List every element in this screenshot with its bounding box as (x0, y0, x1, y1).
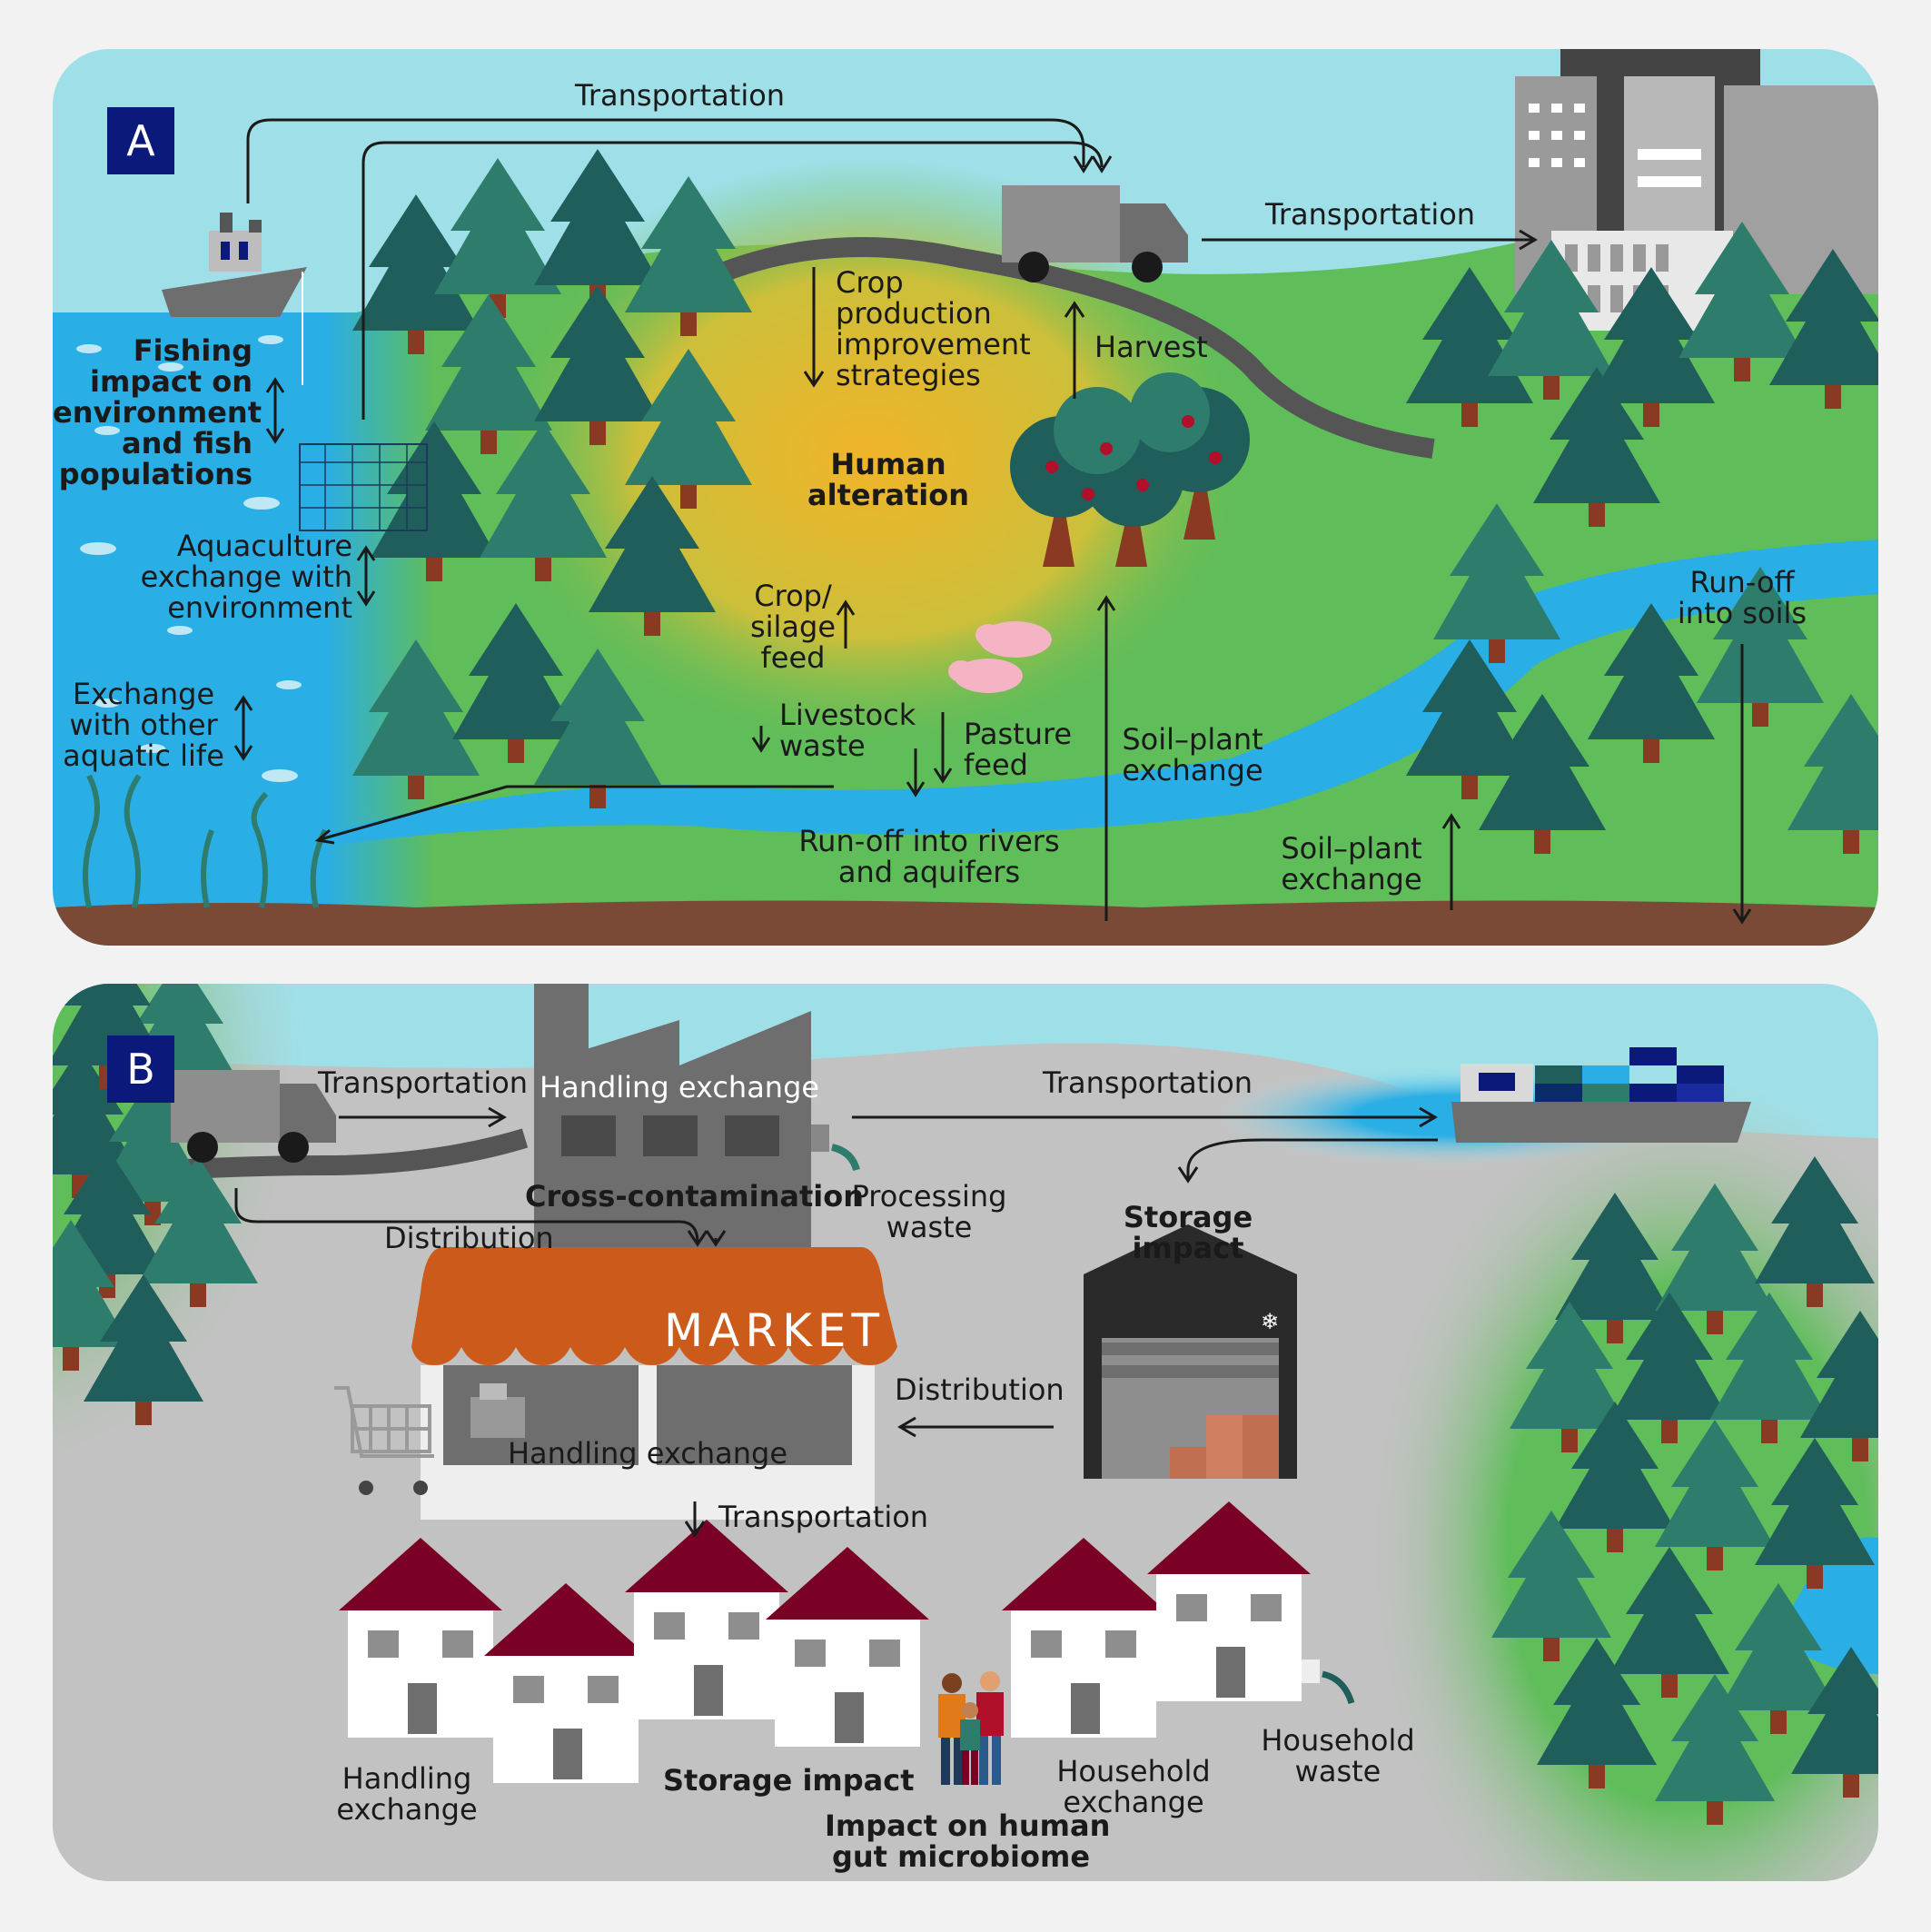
cargo-ship (1451, 1047, 1751, 1143)
panel-b-badge: B (107, 1035, 174, 1103)
cross-contamination-label: Cross-contamination (525, 1179, 864, 1214)
market-building (411, 1247, 897, 1520)
transport-factory-label: Transportation (318, 1065, 529, 1100)
crop-silage-label: Crop/ silage feed (749, 579, 837, 675)
panel-a-badge: A (107, 107, 174, 174)
fishing-impact-label: Fishing impact on environment and fish p… (53, 333, 262, 491)
crop-strategies-label: Crop production improvement strategies (836, 265, 1031, 392)
panel-a-illustration (53, 49, 1878, 946)
transport-city-label: Transportation (1265, 197, 1476, 232)
factory-handling-label: Handling exchange (540, 1070, 820, 1105)
soil (53, 900, 1878, 946)
aquatic-life-label: Exchange with other aquatic life (63, 677, 224, 773)
livestock-waste-label: Livestock waste (779, 698, 916, 763)
seaweed (83, 774, 328, 908)
factory (534, 984, 860, 1256)
fish-school (76, 335, 302, 782)
household-exchange-label: Household exchange (1056, 1754, 1211, 1819)
transport-down-label: Transportation (718, 1500, 929, 1534)
runoff-rivers-label: Run-off into rivers and aquifers (798, 824, 1060, 889)
shopping-cart (334, 1386, 434, 1495)
truck-a (1002, 185, 1188, 282)
fish-net (299, 443, 428, 531)
city (1515, 49, 1878, 331)
distribution-right-label: Distribution (895, 1372, 1065, 1407)
houses (339, 1501, 1355, 1783)
panel-b-distribution: ❄ (53, 984, 1878, 1881)
market-sign: MARKET (664, 1304, 886, 1357)
truck-b (171, 1070, 336, 1163)
storage-warehouse: ❄ (1084, 1224, 1297, 1479)
fishing-boat (162, 213, 307, 385)
sea (53, 312, 352, 946)
svg-text:❄: ❄ (1261, 1309, 1279, 1334)
household-waste-label: Household waste (1261, 1723, 1415, 1788)
aquaculture-label: Aquaculture exchange with environment (140, 529, 352, 625)
arrows-a (233, 118, 1752, 925)
storage-impact-bottom-label: Storage impact (663, 1763, 915, 1798)
transport-top-label: Transportation (575, 78, 786, 113)
shoreline (325, 312, 434, 946)
road (721, 237, 1435, 459)
distribution-left-label: Distribution (384, 1221, 554, 1255)
gut-microbiome-label: Impact on human gut microbiome (825, 1808, 1111, 1874)
handling-exchange-label: Handling exchange (336, 1761, 478, 1827)
storage-impact-top-label: Storage impact (1123, 1200, 1253, 1265)
fruit-trees (1010, 372, 1250, 567)
panel-a-production: A Transportation Transportation Fishing … (53, 49, 1878, 946)
human-alteration-label: Human alteration (807, 447, 969, 512)
arrows-b (234, 1106, 1438, 1538)
panel-b-illustration: ❄ (53, 984, 1878, 1881)
soil-plant-right-label: Soil–plant exchange (1281, 831, 1422, 897)
pigs (948, 621, 1052, 693)
soil-plant-center-label: Soil–plant exchange (1122, 722, 1263, 788)
harvest-label: Harvest (1094, 330, 1208, 364)
pasture-feed-label: Pasture feed (964, 717, 1073, 782)
processing-waste-label: Processing waste (851, 1179, 1007, 1244)
runoff-soils-label: Run-off into soils (1677, 565, 1807, 630)
family (938, 1671, 1004, 1785)
market-handling-label: Handling exchange (507, 1436, 788, 1471)
transport-ship-label: Transportation (1043, 1065, 1253, 1100)
